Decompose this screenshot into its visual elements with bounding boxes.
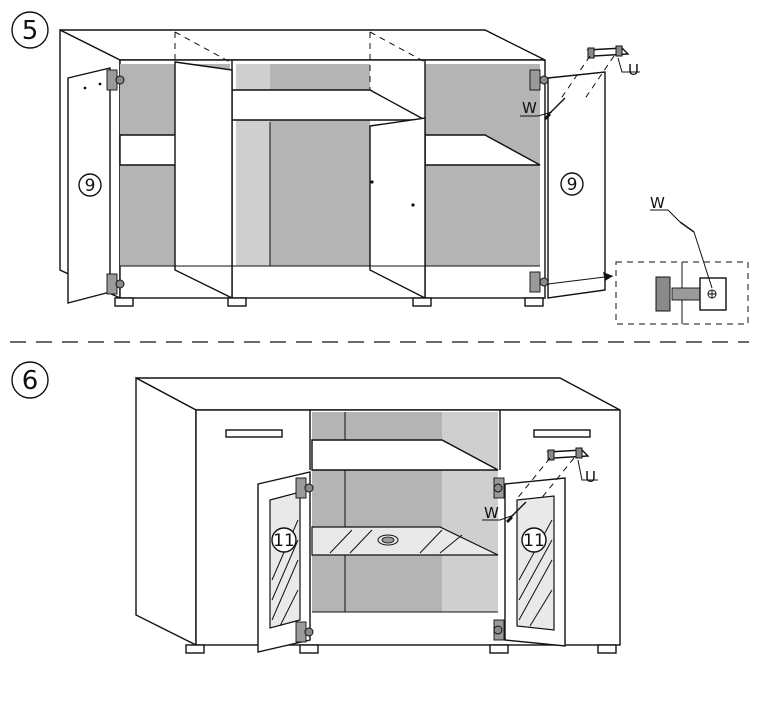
hinge-icon — [295, 477, 314, 499]
door-right-6-part: 11 — [523, 531, 545, 551]
hinge-icon — [493, 619, 505, 641]
step-5: 5 — [11, 11, 749, 325]
hinge-detail-icon — [615, 261, 749, 325]
step-5-number: 5 — [22, 16, 39, 46]
door-left-5: 9 — [67, 67, 111, 304]
screw-icon: W — [520, 97, 566, 120]
step-5-screw-callout: W — [522, 99, 537, 117]
step-6-handle-callout: U — [585, 468, 596, 486]
handle-icon: U — [546, 447, 598, 486]
step-5-detail-screw-callout: W — [650, 194, 665, 212]
hinge-icon — [295, 621, 314, 643]
step-6-badge: 6 — [11, 361, 49, 399]
handle-icon: U — [586, 45, 640, 79]
step-5-handle-callout: U — [628, 61, 639, 79]
step-6-screw-callout: W — [484, 504, 499, 522]
door-right-5-part: 9 — [567, 175, 578, 195]
step-6: 6 — [11, 361, 621, 654]
door-left-6: 11 — [257, 471, 311, 653]
door-right-5: 9 — [547, 71, 606, 299]
hinge-icon — [106, 273, 125, 295]
step-5-badge: 5 — [11, 11, 49, 49]
door-left-6-part: 11 — [273, 531, 295, 551]
door-right-6: 11 — [504, 477, 566, 647]
screw-icon: W — [482, 501, 527, 523]
glass-shelf-6 — [311, 526, 499, 556]
hinge-icon — [529, 69, 549, 91]
cabinet-body-5 — [59, 28, 546, 307]
door-left-5-part: 9 — [85, 176, 96, 196]
hinge-icon — [106, 69, 125, 91]
hinge-icon — [493, 477, 505, 499]
hinge-icon — [529, 271, 549, 293]
screw-icon: W — [650, 194, 713, 289]
step-6-number: 6 — [22, 366, 39, 396]
